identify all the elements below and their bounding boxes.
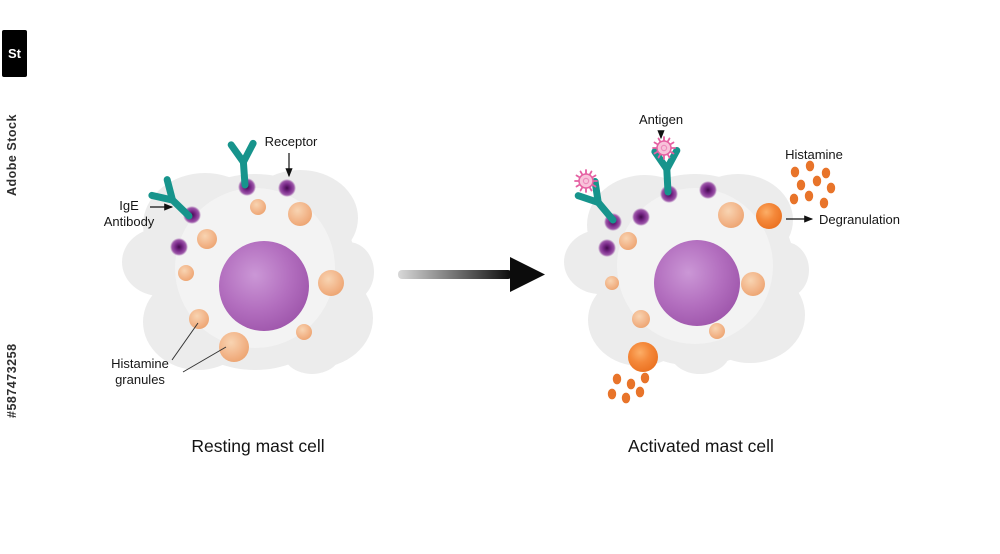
granule-pointer-line	[182, 346, 227, 373]
granule-pointer-line	[171, 322, 199, 361]
ige-antibody-label: IgE Antibody	[97, 198, 161, 230]
degranulating-granule	[756, 203, 782, 229]
histamine-granules-label-line1: Histamine	[111, 356, 169, 371]
ige-antibody-label-line2: Antibody	[103, 213, 155, 229]
histamine-label: Histamine	[785, 147, 843, 162]
activated-mast-cell	[564, 130, 836, 404]
adobe-stock-brand-watermark: Adobe Stock	[5, 114, 19, 196]
antigen-label: Antigen	[638, 112, 684, 127]
receptor-label: Receptor	[264, 134, 318, 149]
histamine-granules-label-line2: granules	[115, 371, 165, 387]
nucleus	[654, 240, 740, 326]
resting-mast-cell	[122, 143, 374, 374]
histamine-dots-lower	[607, 372, 650, 404]
degranulating-granule	[628, 342, 658, 372]
activated-cell-caption: Activated mast cell	[628, 436, 774, 456]
nucleus	[219, 241, 309, 331]
histamine-granules	[178, 199, 344, 362]
histamine-dots-upper	[789, 160, 836, 209]
ige-antibody-label-line1: IgE	[119, 198, 139, 213]
receptor-dots	[598, 181, 717, 257]
resting-cell-caption: Resting mast cell	[191, 436, 325, 456]
transition-arrow	[398, 257, 545, 292]
adobe-stock-logo: St	[2, 30, 27, 77]
histamine-granules	[605, 202, 765, 339]
histamine-granules-label: Histamine granules	[103, 356, 177, 388]
degranulation-label: Degranulation	[819, 212, 900, 227]
adobe-stock-asset-id-watermark: #587473258	[5, 343, 19, 418]
